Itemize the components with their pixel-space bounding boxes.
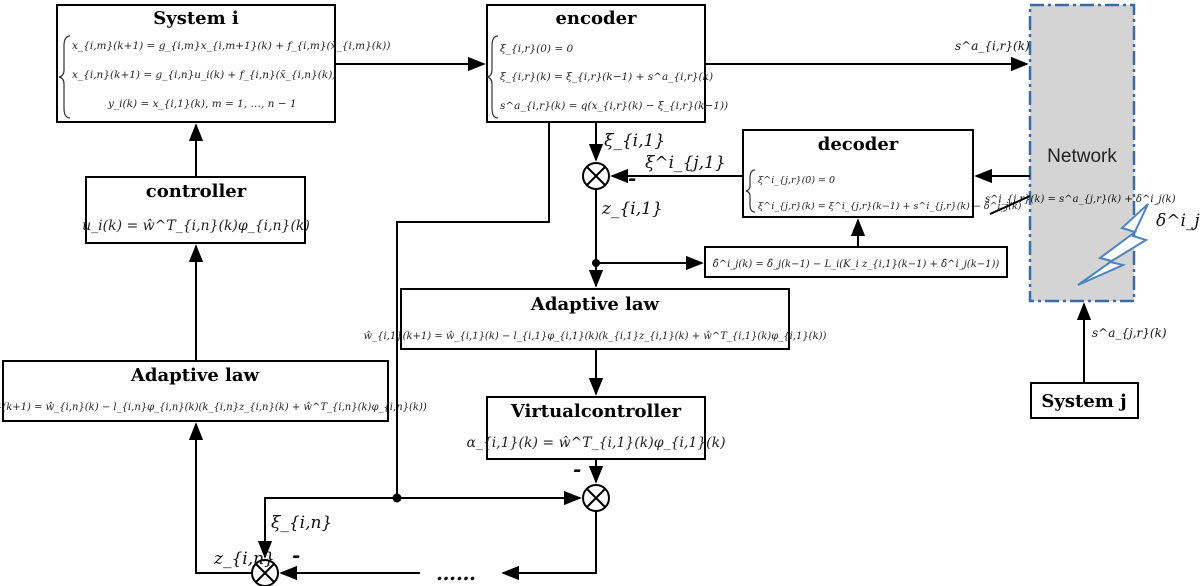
encoder-brace bbox=[486, 35, 499, 119]
system-i-block bbox=[56, 4, 336, 123]
network-label: Network bbox=[1047, 146, 1117, 167]
system-i-eq2: x_{i,n}(k+1) = g_{i,n}u_i(k) + f_{i,n}(x… bbox=[72, 69, 336, 81]
adaptive-law-n-block bbox=[2, 360, 389, 422]
delta-estimator-eq: δ̂^i_j(k) = δ̂_j(k−1) − L_i(K_i z_{i,1}(… bbox=[713, 259, 1000, 270]
virtual-controller-block bbox=[486, 396, 706, 460]
z-in-label: z_{i,n} bbox=[213, 549, 275, 569]
minus-sum2: - bbox=[573, 457, 581, 481]
system-i-brace bbox=[58, 35, 71, 119]
encoder-eq2: ξ_{i,r}(k) = ξ_{i,r}(k−1) + s^a_{i,r}(k) bbox=[500, 71, 713, 83]
s-a-j-r-label: s^a_{j,r}(k) bbox=[1092, 326, 1167, 340]
virtual-controller-eq: α_{i,1}(k) = ŵ^T_{i,1}(k)φ_{i,1}(k) bbox=[466, 435, 725, 451]
lightning-icon bbox=[1077, 203, 1149, 286]
summing-junction-1 bbox=[582, 162, 610, 190]
encoder-eq1: ξ_{i,r}(0) = 0 bbox=[500, 43, 573, 55]
system-i-title: System i bbox=[153, 8, 239, 29]
encoder-eq3: s^a_{i,r}(k) = q(x_{i,r}(k) − ξ_{i,r}(k−… bbox=[500, 100, 728, 112]
xi-j1-i-label: ξ^i_{j,1} bbox=[645, 153, 726, 173]
junction-dot-2 bbox=[392, 493, 402, 503]
xi-in-label: ξ_{i,n} bbox=[271, 513, 332, 533]
virtual-controller-title: Virtualcontroller bbox=[510, 401, 682, 422]
adaptive-law-1-title: Adaptive law bbox=[530, 294, 660, 315]
decoder-title: decoder bbox=[818, 134, 899, 155]
decoder-block bbox=[742, 129, 974, 218]
encoder-block bbox=[486, 4, 706, 123]
decoder-brace bbox=[745, 169, 756, 213]
junction-dot-1 bbox=[592, 259, 600, 267]
signal-wires bbox=[188, 56, 1092, 581]
xi-i1-label: ξ_{i,1} bbox=[604, 131, 665, 151]
system-j-block bbox=[1030, 382, 1139, 419]
delta-label: δ^i_j(k) bbox=[1156, 211, 1200, 231]
s-a-i-r-label: s^a_{i,r}(k) bbox=[955, 39, 1030, 53]
adaptive-law-n-title: Adaptive law bbox=[130, 365, 260, 386]
system-i-eq3: y_i(k) = x_{i,1}(k), m = 1, …, n − 1 bbox=[107, 98, 297, 110]
delta-estimator-block bbox=[704, 246, 1008, 278]
summing-junction-2 bbox=[582, 484, 610, 512]
minus-sum1: - bbox=[628, 166, 636, 190]
system-j-title: System j bbox=[1041, 391, 1126, 412]
adaptive-law-1-eq: ŵ_{i,1}(k+1) = ŵ_{i,1}(k) − l_{i,1}φ_{i,… bbox=[364, 331, 827, 342]
controller-title: controller bbox=[146, 181, 247, 202]
adaptive-law-n-eq: ŵ_{i,n}(k+1) = ŵ_{i,n}(k) − l_{i,n}φ_{i,… bbox=[0, 402, 427, 413]
encoder-title: encoder bbox=[555, 8, 637, 29]
z-i1-label: z_{i,1} bbox=[601, 199, 663, 219]
s-j-r-i-label: s^i_{j,r}(k) = s^a_{j,r}(k) + δ^i_j(k) bbox=[985, 194, 1176, 205]
controller-eq: u_i(k) = ŵ^T_{i,n}(k)φ_{i,n}(k) bbox=[82, 218, 310, 234]
decoder-eq1: ξ^i_{j,r}(0) = 0 bbox=[758, 175, 835, 186]
adaptive-law-1-block bbox=[400, 288, 790, 350]
decoder-eq2: ξ^i_{j,r}(k) = ξ^i_{j,r}(k−1) + s^i_{j,r… bbox=[758, 201, 1022, 212]
system-i-eq1: x_{i,m}(k+1) = g_{i,m}x_{i,m+1}(k) + f_{… bbox=[72, 40, 390, 52]
minus-sum3: - bbox=[292, 543, 300, 567]
dots-label: …… bbox=[436, 561, 476, 585]
